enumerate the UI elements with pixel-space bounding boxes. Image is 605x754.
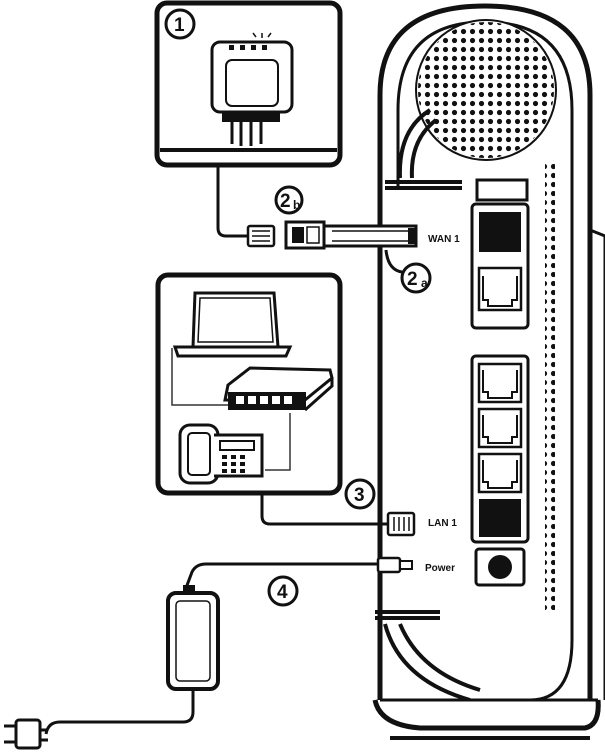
power-jack — [474, 547, 526, 587]
laptop-icon — [172, 291, 293, 358]
power-plug-icon — [4, 718, 48, 750]
network-switch-icon — [223, 366, 334, 412]
step-2a-sub: a — [421, 276, 428, 290]
wan-port-label: WAN 1 — [428, 234, 460, 245]
dc-connector — [376, 556, 413, 574]
lan-port-label: LAN 1 — [428, 518, 457, 529]
ethernet-cable — [260, 493, 388, 526]
sfp-leader-line — [384, 249, 403, 274]
desk-phone-icon — [178, 423, 264, 485]
fiber-cable — [216, 165, 248, 238]
lan-devices-panel — [155, 272, 343, 496]
power-cable-dc — [184, 562, 378, 589]
router-tower-icon — [372, 3, 605, 740]
sfp-module-icon — [284, 220, 418, 250]
step-4-number: 4 — [277, 582, 288, 603]
wan-port-area — [470, 202, 530, 330]
ethernet-connector — [386, 511, 416, 537]
power-cable-ac — [44, 689, 195, 735]
power-port-label: Power — [425, 563, 455, 574]
step-3-number: 3 — [354, 485, 365, 506]
step-2a-number: 2 — [407, 269, 418, 290]
step-1-number: 1 — [174, 15, 185, 36]
step-2b-number: 2 — [280, 191, 291, 212]
fiber-connector — [246, 224, 276, 248]
lan-port-area — [470, 354, 530, 544]
ont-device-icon — [210, 32, 294, 146]
step-2b-sub: b — [293, 198, 300, 212]
ont-panel — [154, 0, 343, 168]
power-adapter-icon — [166, 585, 220, 691]
